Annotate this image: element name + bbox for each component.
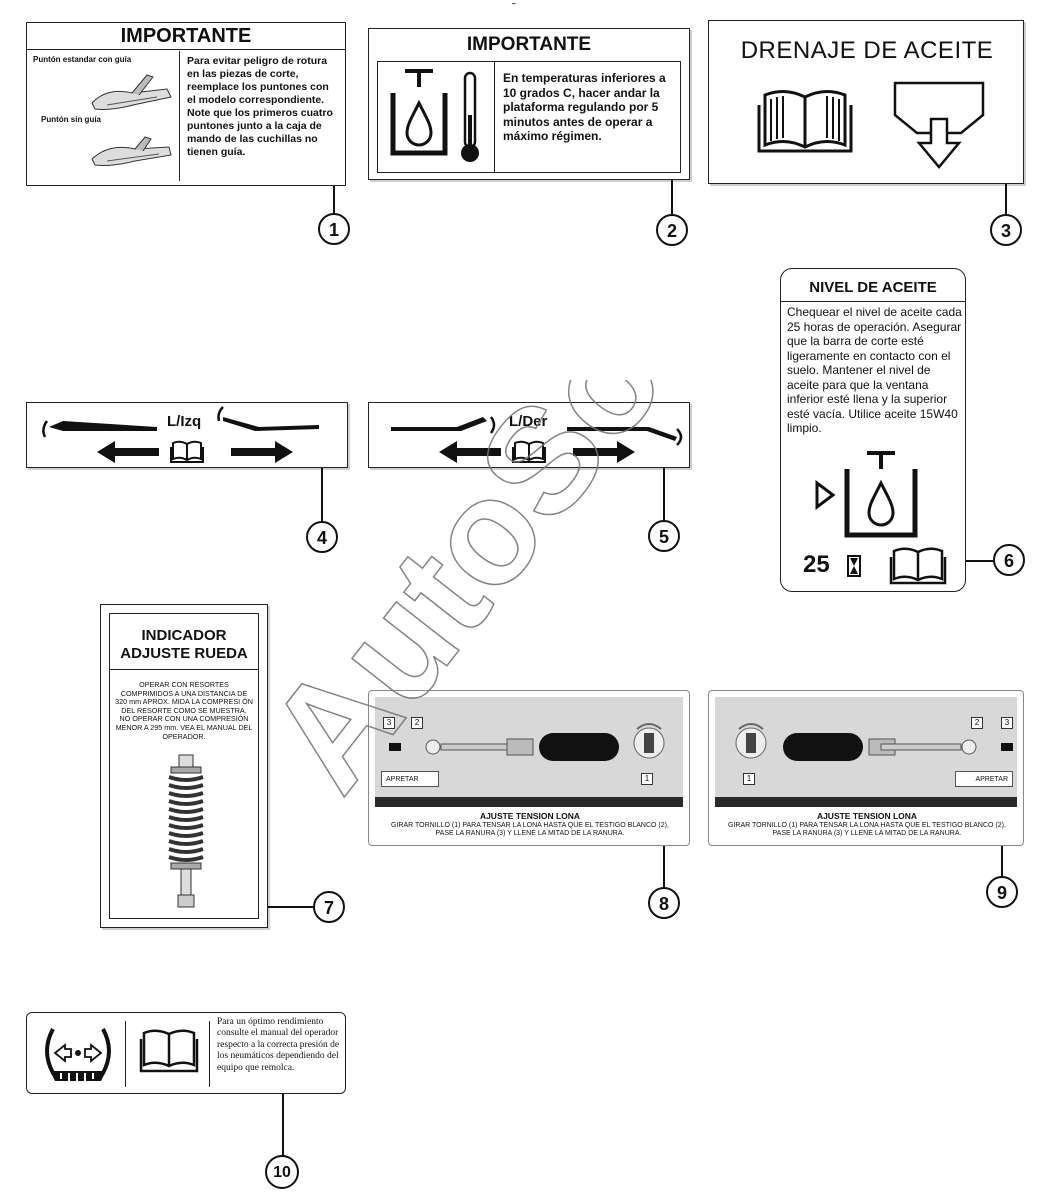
decal9-band	[715, 797, 1017, 807]
decal10-div1	[125, 1021, 126, 1087]
decal1-label-standard: Puntón estandar con guía	[33, 55, 132, 64]
oil-tank-thermometer-icon	[390, 69, 479, 162]
decal-importante-temperatura: IMPORTANTE En temperaturas inferiores a …	[368, 28, 690, 180]
spring-shock-icon	[168, 754, 204, 908]
decal7-body: OPERAR CON RESORTES COMPRIMIDOS A UNA DI…	[115, 680, 253, 741]
decal9-body: GIRAR TORNILLO (1) PARA TENSAR LA LONA H…	[728, 822, 1006, 838]
arrow-left-icon	[439, 441, 501, 463]
bolt-rotate-icon	[735, 723, 767, 759]
callout-7: 7	[313, 891, 345, 923]
decal8-arrow: APRETAR	[381, 771, 439, 787]
decal8-band	[375, 797, 683, 807]
tension-rod-icon	[389, 733, 619, 761]
decal8-tag1: 1	[641, 773, 653, 785]
leader-8	[663, 846, 665, 888]
decal-presion-neumaticos: Para un óptimo rendimiento consulte el m…	[26, 1012, 346, 1094]
decal-nivel-aceite: NIVEL DE ACEITE Chequear el nivel de ace…	[780, 268, 966, 592]
leader-7	[268, 906, 314, 908]
decal9-tag1: 1	[743, 773, 755, 785]
decal5-label: L/Der	[509, 413, 548, 430]
decal10-div2	[209, 1021, 210, 1087]
leader-6	[966, 560, 994, 562]
leader-10	[282, 1094, 284, 1156]
decal6-title: NIVEL DE ACEITE	[809, 279, 937, 296]
decal-ajuste-lona-izq: 3 2 1 APRETAR AJUSTE TENSION LONA GIRAR …	[368, 690, 690, 846]
decal2-body: En temperaturas inferiores a 10 grados C…	[503, 71, 666, 143]
watermark-text: AutoSoft	[250, 380, 757, 820]
decal-importante-puntones: IMPORTANTE Puntón estandar con guía Punt…	[26, 22, 346, 186]
guard-standard-icon	[91, 74, 172, 110]
decal-drenaje-aceite: DRENAJE DE ACEITE	[708, 20, 1024, 184]
decal-indicador-rueda: INDICADOR ADJUSTE RUEDA OPERAR CON RESOR…	[100, 604, 268, 928]
manual-book-icon	[757, 90, 853, 153]
callout-2: 2	[656, 214, 688, 246]
decal-ajuste-lona-der: 1 2 3 APRETAR AJUSTE TENSION LONA GIRAR …	[708, 690, 1024, 846]
header-mark: ˜	[512, 2, 516, 13]
guard-noguide-icon	[91, 136, 172, 166]
tire-pressure-icon	[45, 1028, 111, 1081]
leader-3	[1005, 184, 1007, 214]
decal7-title-2: ADJUSTE RUEDA	[120, 645, 248, 662]
hourglass-icon	[847, 555, 861, 577]
decal7-inner	[109, 613, 259, 919]
callout-3: 3	[990, 214, 1022, 246]
leader-1	[333, 186, 335, 214]
decal8-tag2: 2	[411, 717, 423, 729]
watermark: AutoSoft	[250, 380, 758, 820]
decal9-title: AJUSTE TENSION LONA	[816, 811, 918, 821]
bolt-rotate-icon	[633, 723, 665, 759]
leader-2	[671, 180, 673, 214]
decal8-title: AJUSTE TENSION LONA	[479, 811, 581, 821]
decal8-body: GIRAR TORNILLO (1) PARA TENSAR LA LONA H…	[391, 822, 669, 838]
decal2-divider	[494, 61, 495, 173]
knife-right-icon	[567, 427, 683, 446]
decal9-tag3: 3	[1001, 717, 1013, 729]
callout-1: 1	[318, 213, 350, 245]
leader-9	[1001, 846, 1003, 876]
tension-rod-icon	[783, 733, 1013, 761]
decal9-arrow-label: APRETAR	[975, 776, 1008, 783]
decal6-body: Chequear el nivel de aceite cada 25 hora…	[787, 305, 962, 435]
arrow-right-icon	[573, 441, 635, 463]
callout-5: 5	[648, 520, 680, 552]
oil-level-tank-icon	[815, 451, 918, 538]
leader-5	[663, 468, 665, 522]
decal1-title: IMPORTANTE	[27, 23, 345, 50]
decal1-divider	[179, 51, 180, 181]
decal1-body: Para evitar peligro de rotura en las pie…	[187, 55, 333, 158]
decal4-label: L/Izq	[167, 413, 202, 430]
callout-9: 9	[986, 876, 1018, 908]
arrow-left-icon	[97, 441, 159, 463]
book-icon	[889, 547, 947, 585]
decal2-title: IMPORTANTE	[466, 34, 592, 55]
decal3-title: DRENAJE DE ACEITE	[740, 37, 994, 64]
decal1-label-noguide: Puntón sin guía	[41, 115, 101, 124]
callout-10: 10	[265, 1155, 299, 1189]
decal6-title-rule	[781, 301, 965, 302]
decal-l-der: L/Der	[368, 402, 690, 468]
decal8-arrow-label: APRETAR	[386, 776, 419, 783]
decal7-title-rule	[109, 669, 259, 670]
decal9-tag2: 2	[971, 717, 983, 729]
decal6-hours: 25	[803, 551, 830, 578]
decal10-body: Para un óptimo rendimiento consulte el m…	[217, 1017, 340, 1073]
callout-8: 8	[648, 887, 680, 919]
callout-6: 6	[993, 544, 1025, 576]
decal2-inner	[377, 61, 681, 173]
book-icon	[139, 1029, 199, 1073]
leader-4	[321, 468, 323, 522]
decal7-title-1: INDICADOR	[141, 627, 227, 644]
decal-l-izq: L/Izq	[26, 402, 348, 468]
knife-right-icon	[217, 406, 319, 431]
drain-arrow-icon	[893, 81, 985, 169]
book-icon	[170, 440, 204, 463]
book-icon	[512, 440, 546, 463]
callout-4: 4	[306, 521, 338, 553]
decal9-arrow: APRETAR	[955, 771, 1013, 787]
arrow-right-icon	[231, 441, 293, 463]
decal8-tag3: 3	[383, 717, 395, 729]
knife-left-icon	[42, 420, 157, 438]
knife-left-icon	[391, 416, 496, 434]
